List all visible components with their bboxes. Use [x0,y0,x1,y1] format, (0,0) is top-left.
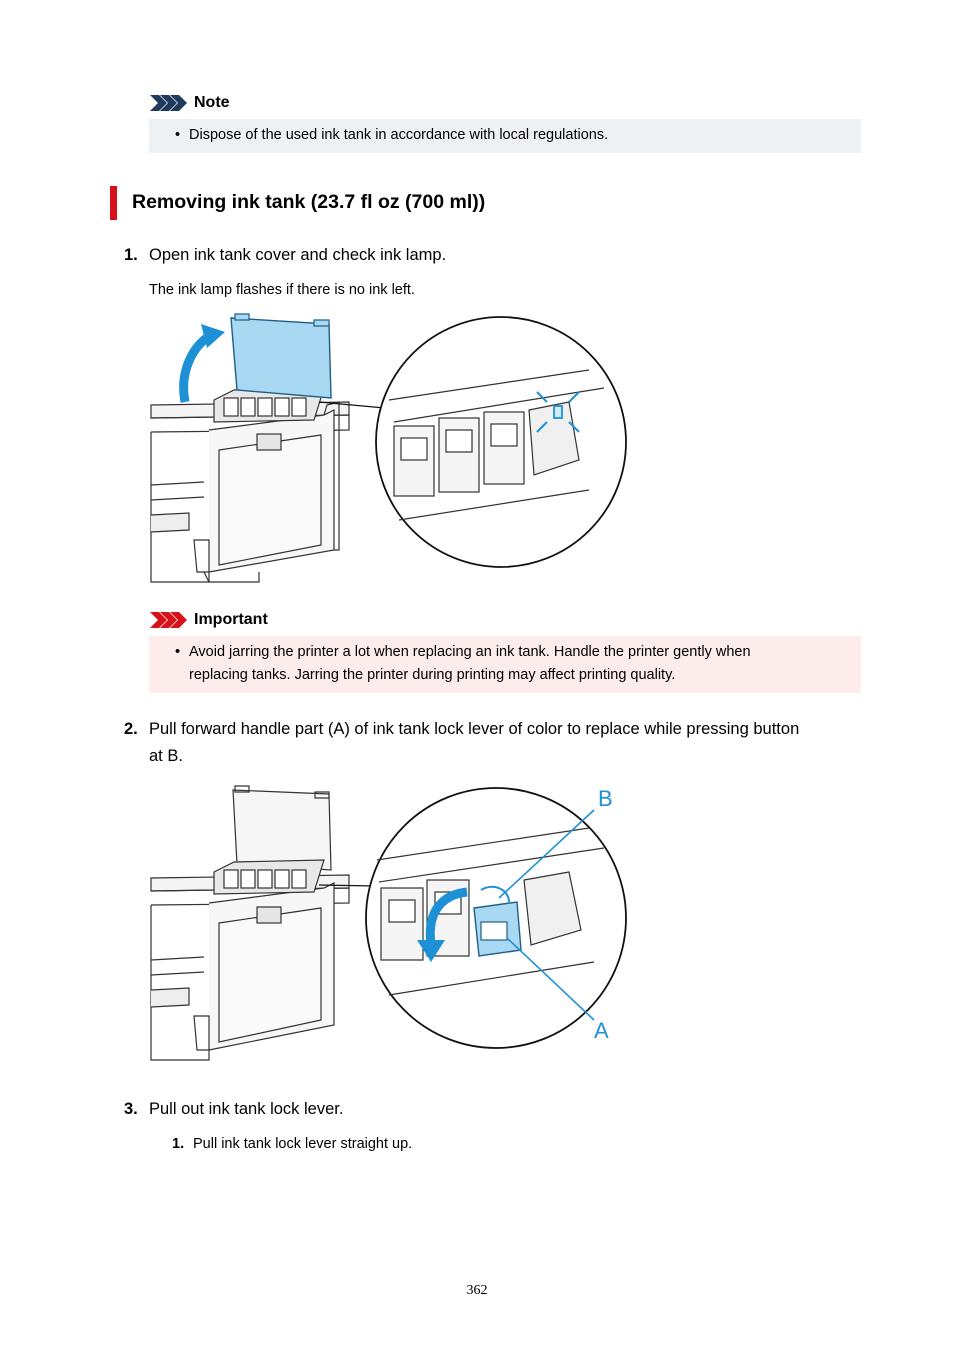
bullet: • [175,127,181,143]
step-text-line1: Pull forward handle part (A) of ink tank… [149,720,800,738]
substep-number: 1. [172,1136,185,1152]
bullet: • [175,644,181,660]
important-box: • Avoid jarring the printer a lot when r… [149,636,861,693]
step-text: Pull out ink tank lock lever. [149,1100,344,1118]
note-chevrons-icon [150,95,187,111]
step-number: 2. [124,720,138,738]
section-title: Removing ink tank (23.7 fl oz (700 ml)) [132,191,486,213]
step-number: 3. [124,1100,138,1118]
important-text-line1: Avoid jarring the printer a lot when rep… [189,644,751,660]
important-header: Important [150,610,268,630]
step-number: 1. [124,246,138,264]
section-accent-bar [110,186,117,220]
page-number: 362 [466,1283,488,1298]
important-text-line2: replacing tanks. Jarring the printer dur… [189,667,676,683]
note-header: Note [150,93,230,113]
callout-label-b: B [598,786,613,811]
callout-label-a: A [594,1018,609,1043]
note-box: • Dispose of the used ink tank in accord… [149,119,861,153]
note-item: Dispose of the used ink tank in accordan… [189,127,609,143]
step-detail: The ink lamp flashes if there is no ink … [149,282,415,298]
figure-open-ink-tank-cover [150,313,627,583]
step-text-line2: at B. [149,747,183,765]
important-chevrons-icon [150,612,187,628]
important-label: Important [194,611,268,628]
figure-pull-lock-lever: B A [150,785,627,1061]
substep-text: Pull ink tank lock lever straight up. [193,1136,413,1152]
note-label: Note [194,94,230,111]
step-text: Open ink tank cover and check ink lamp. [149,246,447,264]
